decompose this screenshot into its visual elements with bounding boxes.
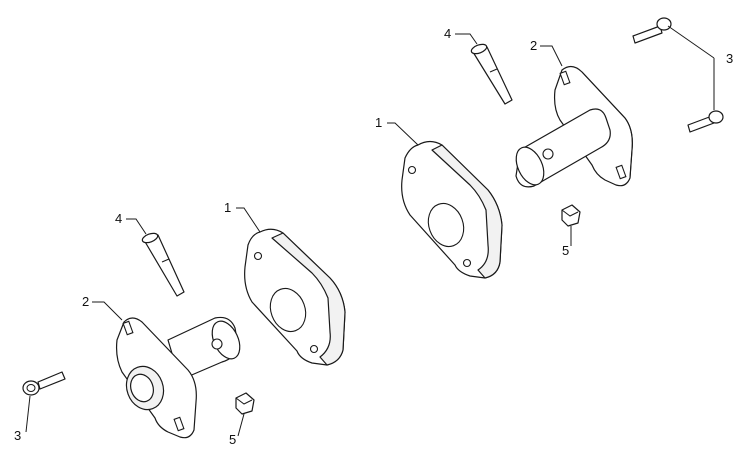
callout-3-right: 3 bbox=[726, 51, 733, 66]
callout-1-right: 1 bbox=[375, 115, 382, 130]
flange-bearing-left bbox=[115, 316, 241, 439]
callout-5-right: 5 bbox=[562, 243, 569, 258]
callout-5-left: 5 bbox=[229, 432, 236, 447]
nut-left bbox=[235, 392, 255, 415]
flange-bearing-right bbox=[515, 65, 633, 188]
callout-2-left: 2 bbox=[82, 294, 89, 309]
bolt-left bbox=[22, 371, 66, 396]
callout-4-right: 4 bbox=[444, 26, 451, 41]
pin-left bbox=[141, 232, 185, 297]
bolt-right-upper bbox=[632, 17, 672, 44]
spacer-plate-right bbox=[401, 140, 503, 279]
nut-right bbox=[561, 204, 581, 227]
callout-2-right: 2 bbox=[530, 38, 537, 53]
leader-lines bbox=[25, 25, 715, 437]
callout-3-left: 3 bbox=[14, 428, 21, 443]
callout-4-left: 4 bbox=[115, 211, 122, 226]
pin-right bbox=[470, 43, 513, 105]
bolt-right-lower bbox=[687, 110, 724, 133]
spacer-plate-left bbox=[244, 228, 346, 366]
callout-1-left: 1 bbox=[224, 200, 231, 215]
